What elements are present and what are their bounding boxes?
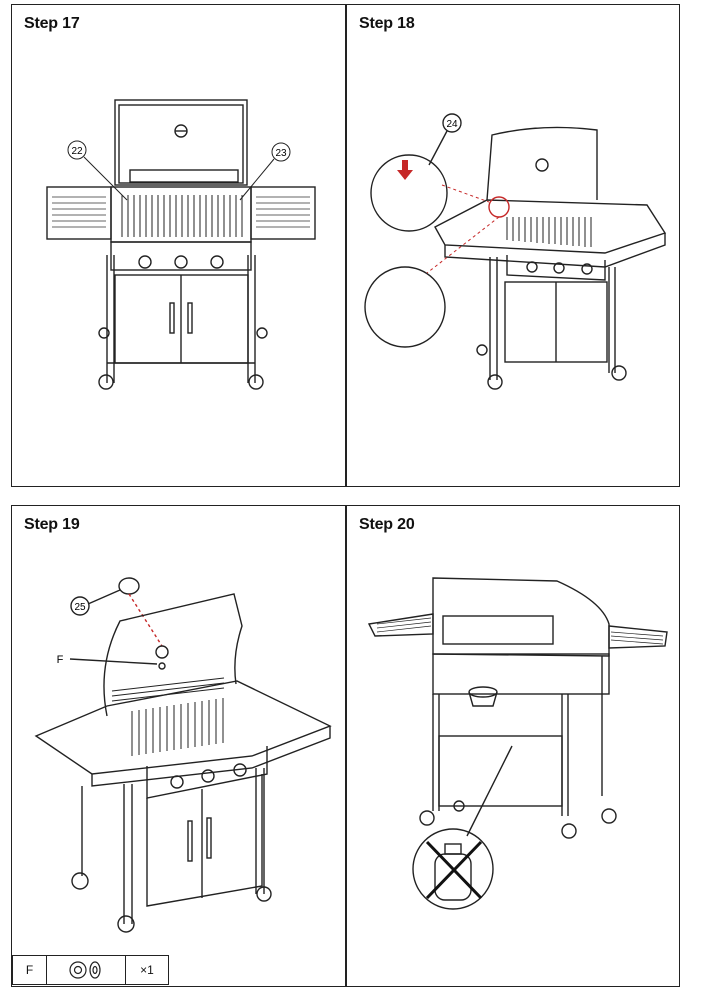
step-20-panel: Step 20 (346, 505, 680, 987)
callout-F: F (57, 654, 64, 666)
part-letter: F (13, 956, 47, 984)
step-title: Step 18 (359, 15, 415, 32)
step-18-panel: Step 18 (346, 4, 680, 487)
grill-illustration (367, 577, 668, 910)
step-title: Step 20 (359, 516, 415, 533)
callout-24: 24 (446, 119, 458, 130)
step-17-panel: Step 17 (11, 4, 346, 487)
washer-icon (47, 956, 126, 984)
callout-22: 22 (71, 146, 83, 157)
grill-illustration: 22 23 (46, 99, 316, 390)
callout-23: 23 (275, 148, 287, 159)
step-19-panel: Step 19 (11, 505, 346, 987)
step-title: Step 17 (24, 15, 80, 32)
step-title: Step 19 (24, 516, 80, 533)
grill-illustration: 24 (364, 113, 667, 390)
part-quantity: ×1 (140, 963, 154, 977)
callout-25: 25 (74, 602, 86, 613)
parts-table: F ×1 (12, 955, 169, 985)
grill-illustration: 25 F (34, 577, 332, 933)
